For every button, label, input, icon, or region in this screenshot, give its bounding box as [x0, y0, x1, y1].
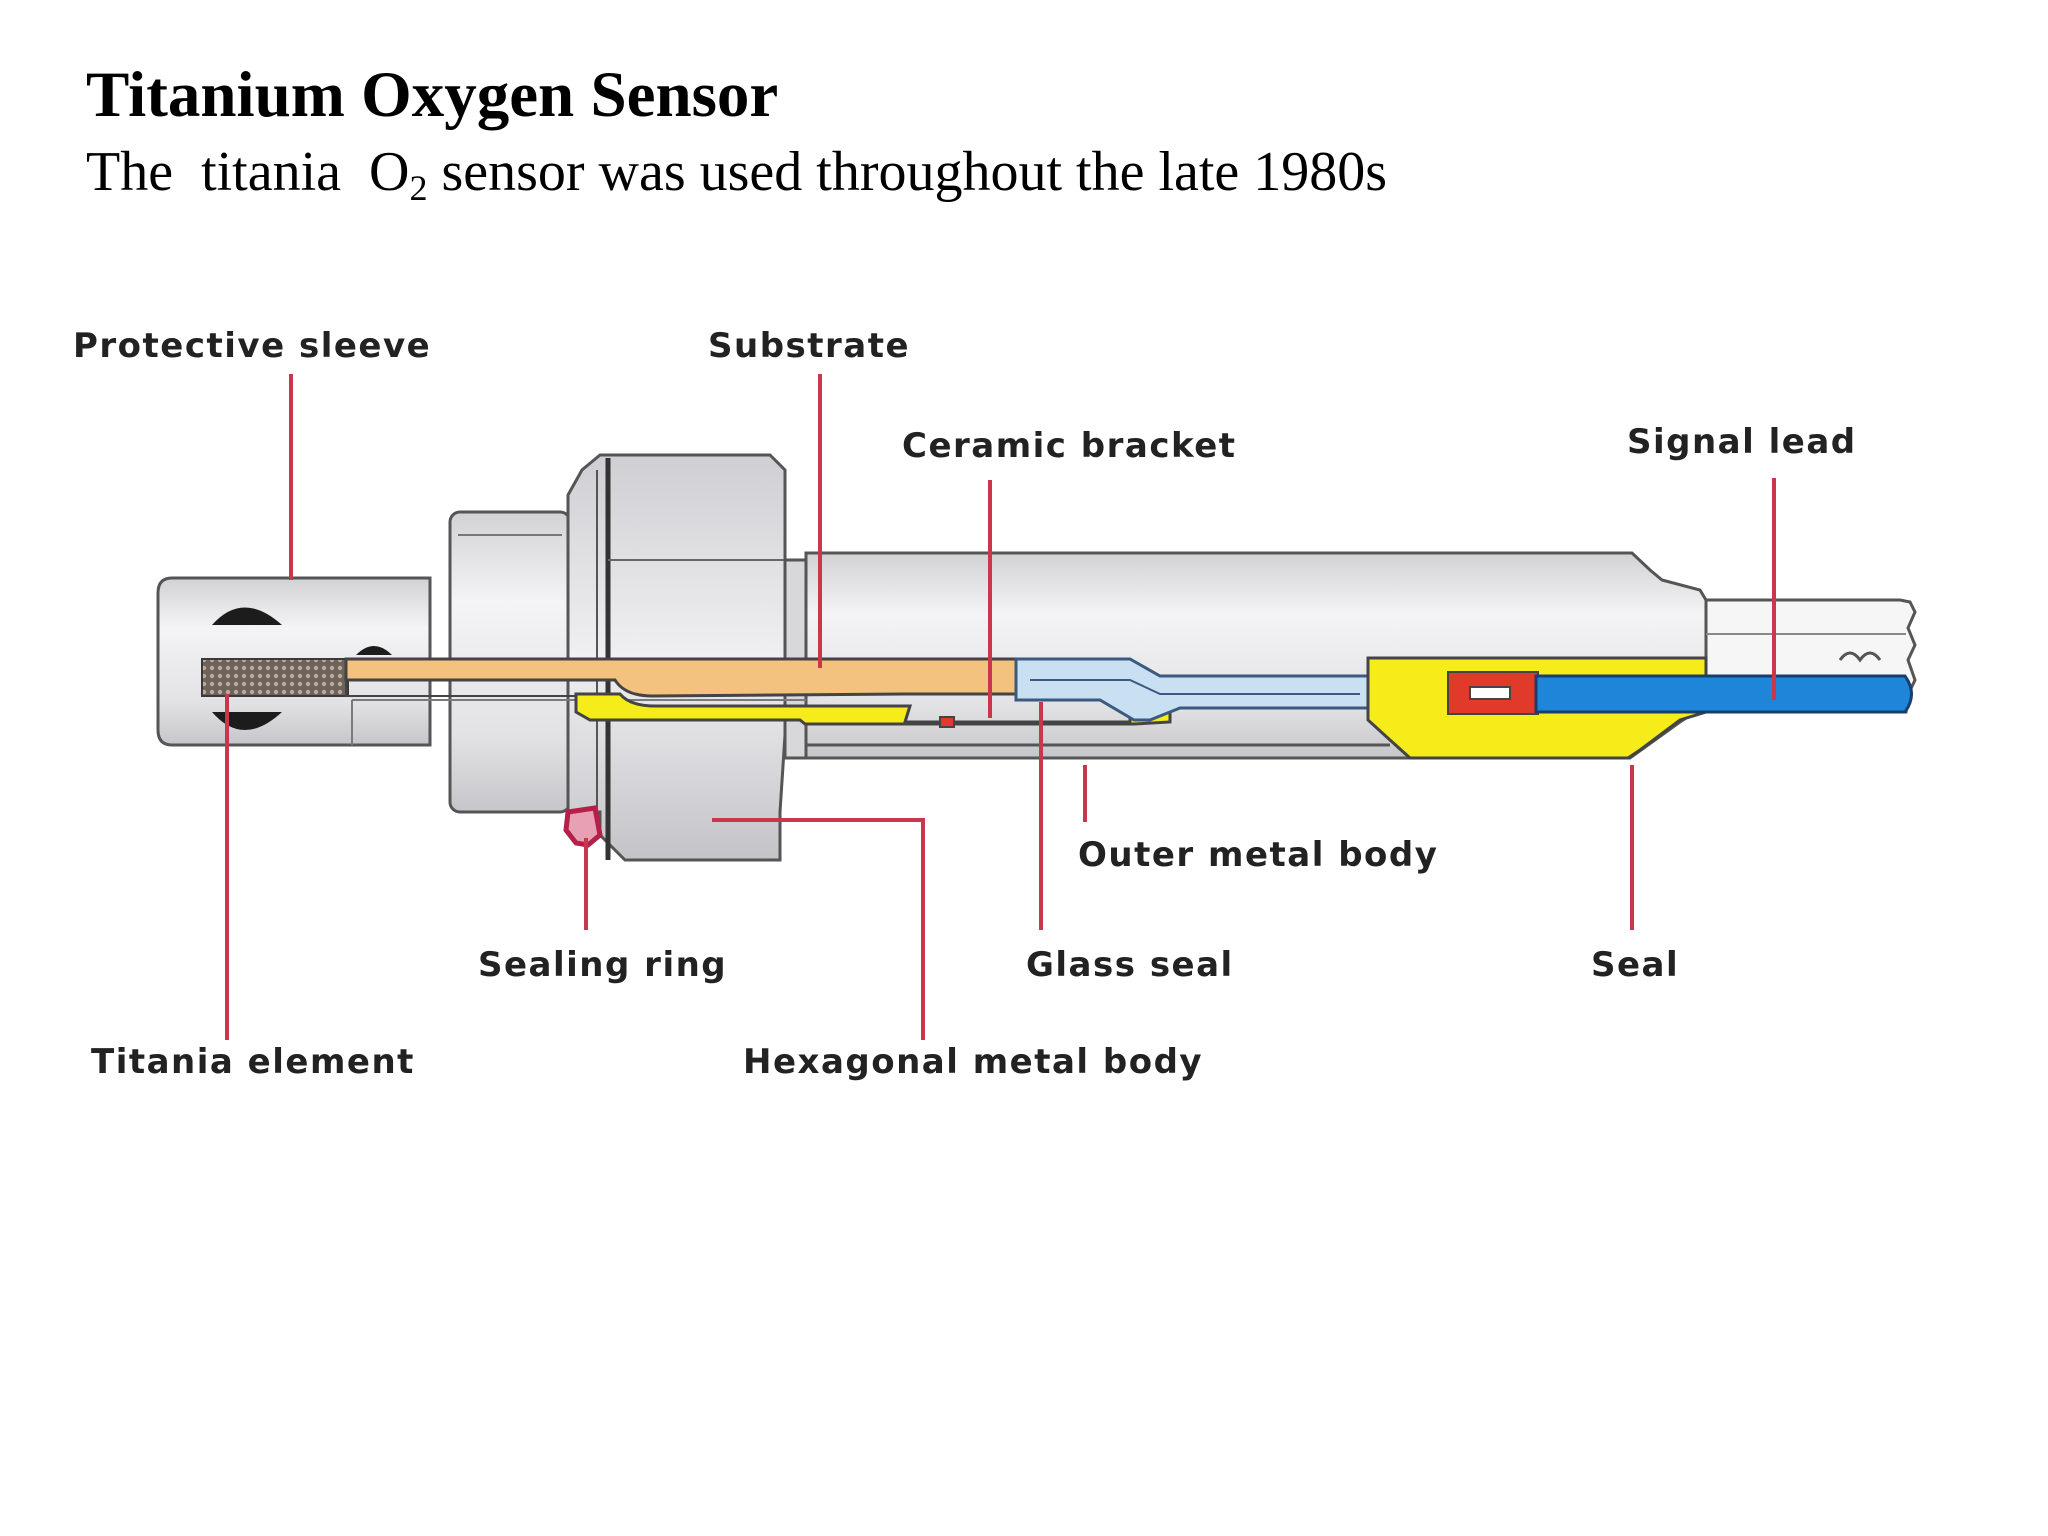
label-signal-lead: Signal lead — [1627, 422, 1857, 462]
slide-title: Titanium Oxygen Sensor — [86, 59, 779, 131]
sleeve-vent-top — [212, 607, 282, 625]
label-protective-sleeve: Protective sleeve — [73, 326, 431, 366]
diagram-labels: Protective sleeve Substrate Ceramic brac… — [73, 326, 1857, 1082]
leader-hexagonal-metal-body — [712, 818, 925, 1040]
subtitle-subscript: 2 — [409, 168, 428, 208]
yellow-support-shape — [574, 692, 1172, 726]
sleeve-vent-small — [356, 646, 392, 655]
label-sealing-ring: Sealing ring — [478, 945, 727, 985]
sensor-body — [156, 453, 1917, 862]
signal-lead-shape — [1534, 674, 1913, 714]
substrate-shape — [344, 657, 1018, 698]
label-glass-seal: Glass seal — [1026, 945, 1234, 985]
label-titania-element: Titania element — [91, 1042, 415, 1082]
titania-element-shape — [201, 658, 349, 697]
ceramic-bracket-shape — [1014, 657, 1372, 722]
sealing-ring-shape — [563, 805, 603, 848]
label-outer-metal-body: Outer metal body — [1078, 835, 1438, 875]
subtitle-text-end: sensor was used throughout the late 1980… — [427, 141, 1388, 203]
label-hexagonal-metal-body: Hexagonal metal body — [743, 1042, 1203, 1082]
sleeve-vent-bottom — [212, 712, 282, 730]
label-seal: Seal — [1591, 945, 1679, 985]
leader-lines — [225, 374, 1776, 1040]
label-substrate: Substrate — [708, 326, 910, 366]
label-ceramic-bracket: Ceramic bracket — [902, 426, 1237, 466]
slide-subtitle: The titania O2 sensor was used throughou… — [86, 140, 1387, 209]
subtitle-text-start: The titania O — [86, 141, 410, 203]
